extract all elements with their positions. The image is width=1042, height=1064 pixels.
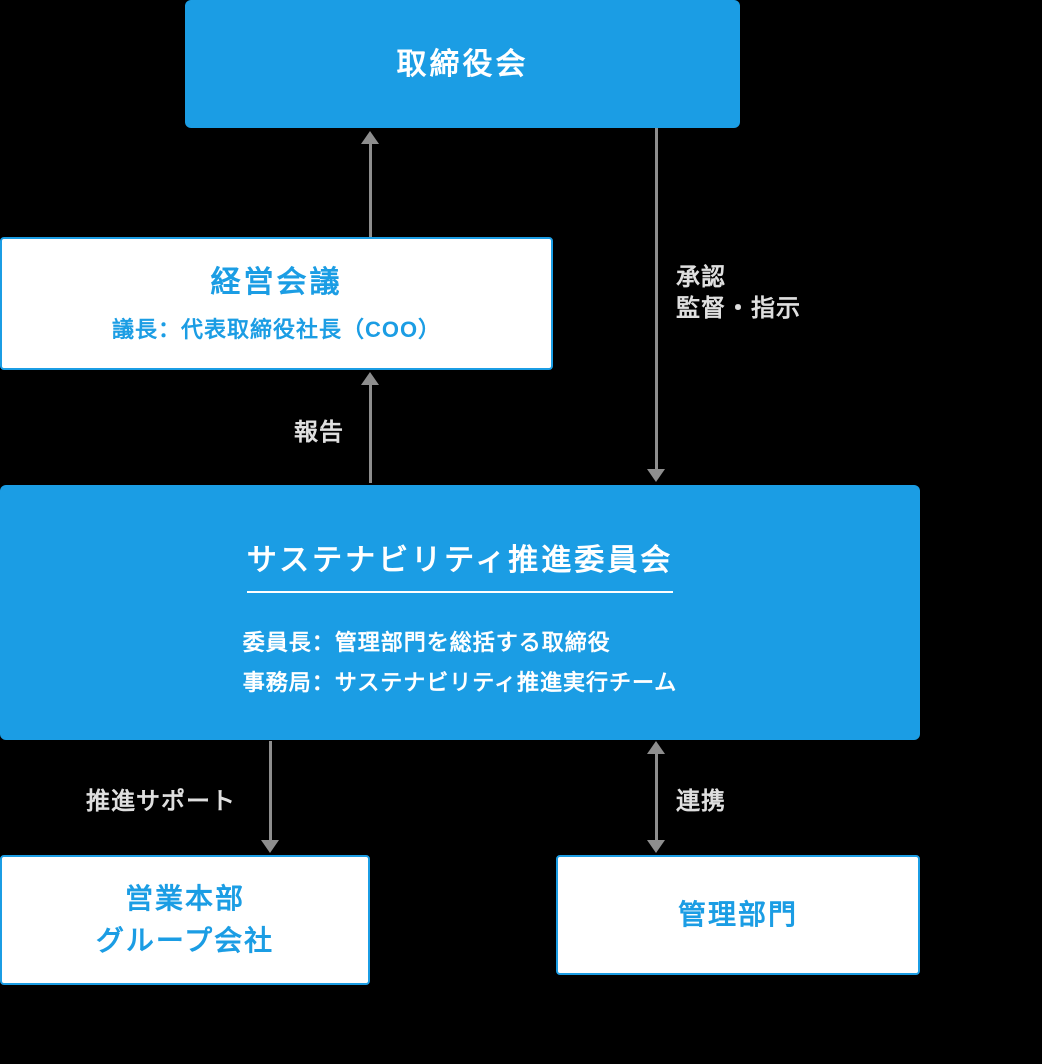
node-sustainability-committee: サステナビリティ推進委員会 委員長：管理部門を総括する取締役 事務局：サステナビ…: [0, 485, 920, 740]
label-report: 報告: [294, 419, 344, 446]
arrow-line: [268, 741, 272, 840]
group-companies-line: グループ会社: [95, 925, 275, 956]
arrow-committee-admin-bidirectional: [646, 741, 666, 853]
label-promotion-support: 推進サポート: [86, 788, 236, 815]
arrow-line: [368, 144, 372, 237]
node-sales-group: 営業本部 グループ会社: [0, 855, 370, 985]
arrowhead-down-icon: [647, 469, 665, 482]
admin-division-title: 管理部門: [677, 899, 798, 930]
sales-hq-line: 営業本部: [124, 883, 245, 914]
label-cooperation: 連携: [676, 788, 726, 815]
board-title: 取締役会: [396, 47, 529, 81]
arrowhead-up-icon: [361, 372, 379, 385]
arrowhead-up-icon: [361, 131, 379, 144]
label-approval-supervision: 承認 監督・指示: [676, 262, 801, 324]
arrow-committee-to-sales: [260, 741, 280, 853]
arrowhead-down-icon: [647, 840, 665, 853]
committee-title: サステナビリティ推進委員会: [246, 535, 674, 593]
arrow-line: [368, 385, 372, 483]
arrow-committee-to-meeting: [360, 372, 380, 483]
management-meeting-title: 経営会議: [210, 266, 343, 299]
arrow-board-to-committee: [646, 128, 666, 482]
arrow-meeting-to-board: [360, 131, 380, 237]
sales-group-label: 営業本部 グループ会社: [96, 878, 274, 962]
arrowhead-down-icon: [261, 840, 279, 853]
label-supervision-instruction: 監督・指示: [676, 295, 801, 322]
label-approval: 承認: [676, 264, 726, 291]
arrow-line: [654, 754, 658, 840]
node-admin-division: 管理部門: [556, 855, 920, 975]
committee-details: 委員長：管理部門を総括する取締役 事務局：サステナビリティ推進実行チーム: [243, 623, 678, 703]
node-board-of-directors: 取締役会: [185, 0, 740, 128]
arrowhead-up-icon: [647, 741, 665, 754]
node-management-meeting: 経営会議 議長：代表取締役社長（COO）: [0, 237, 553, 370]
committee-secretariat-line: 事務局：サステナビリティ推進実行チーム: [242, 670, 678, 695]
arrow-line: [654, 128, 658, 469]
committee-chair-line: 委員長：管理部門を総括する取締役: [242, 630, 611, 655]
management-meeting-subtitle: 議長：代表取締役社長（COO）: [111, 317, 442, 342]
